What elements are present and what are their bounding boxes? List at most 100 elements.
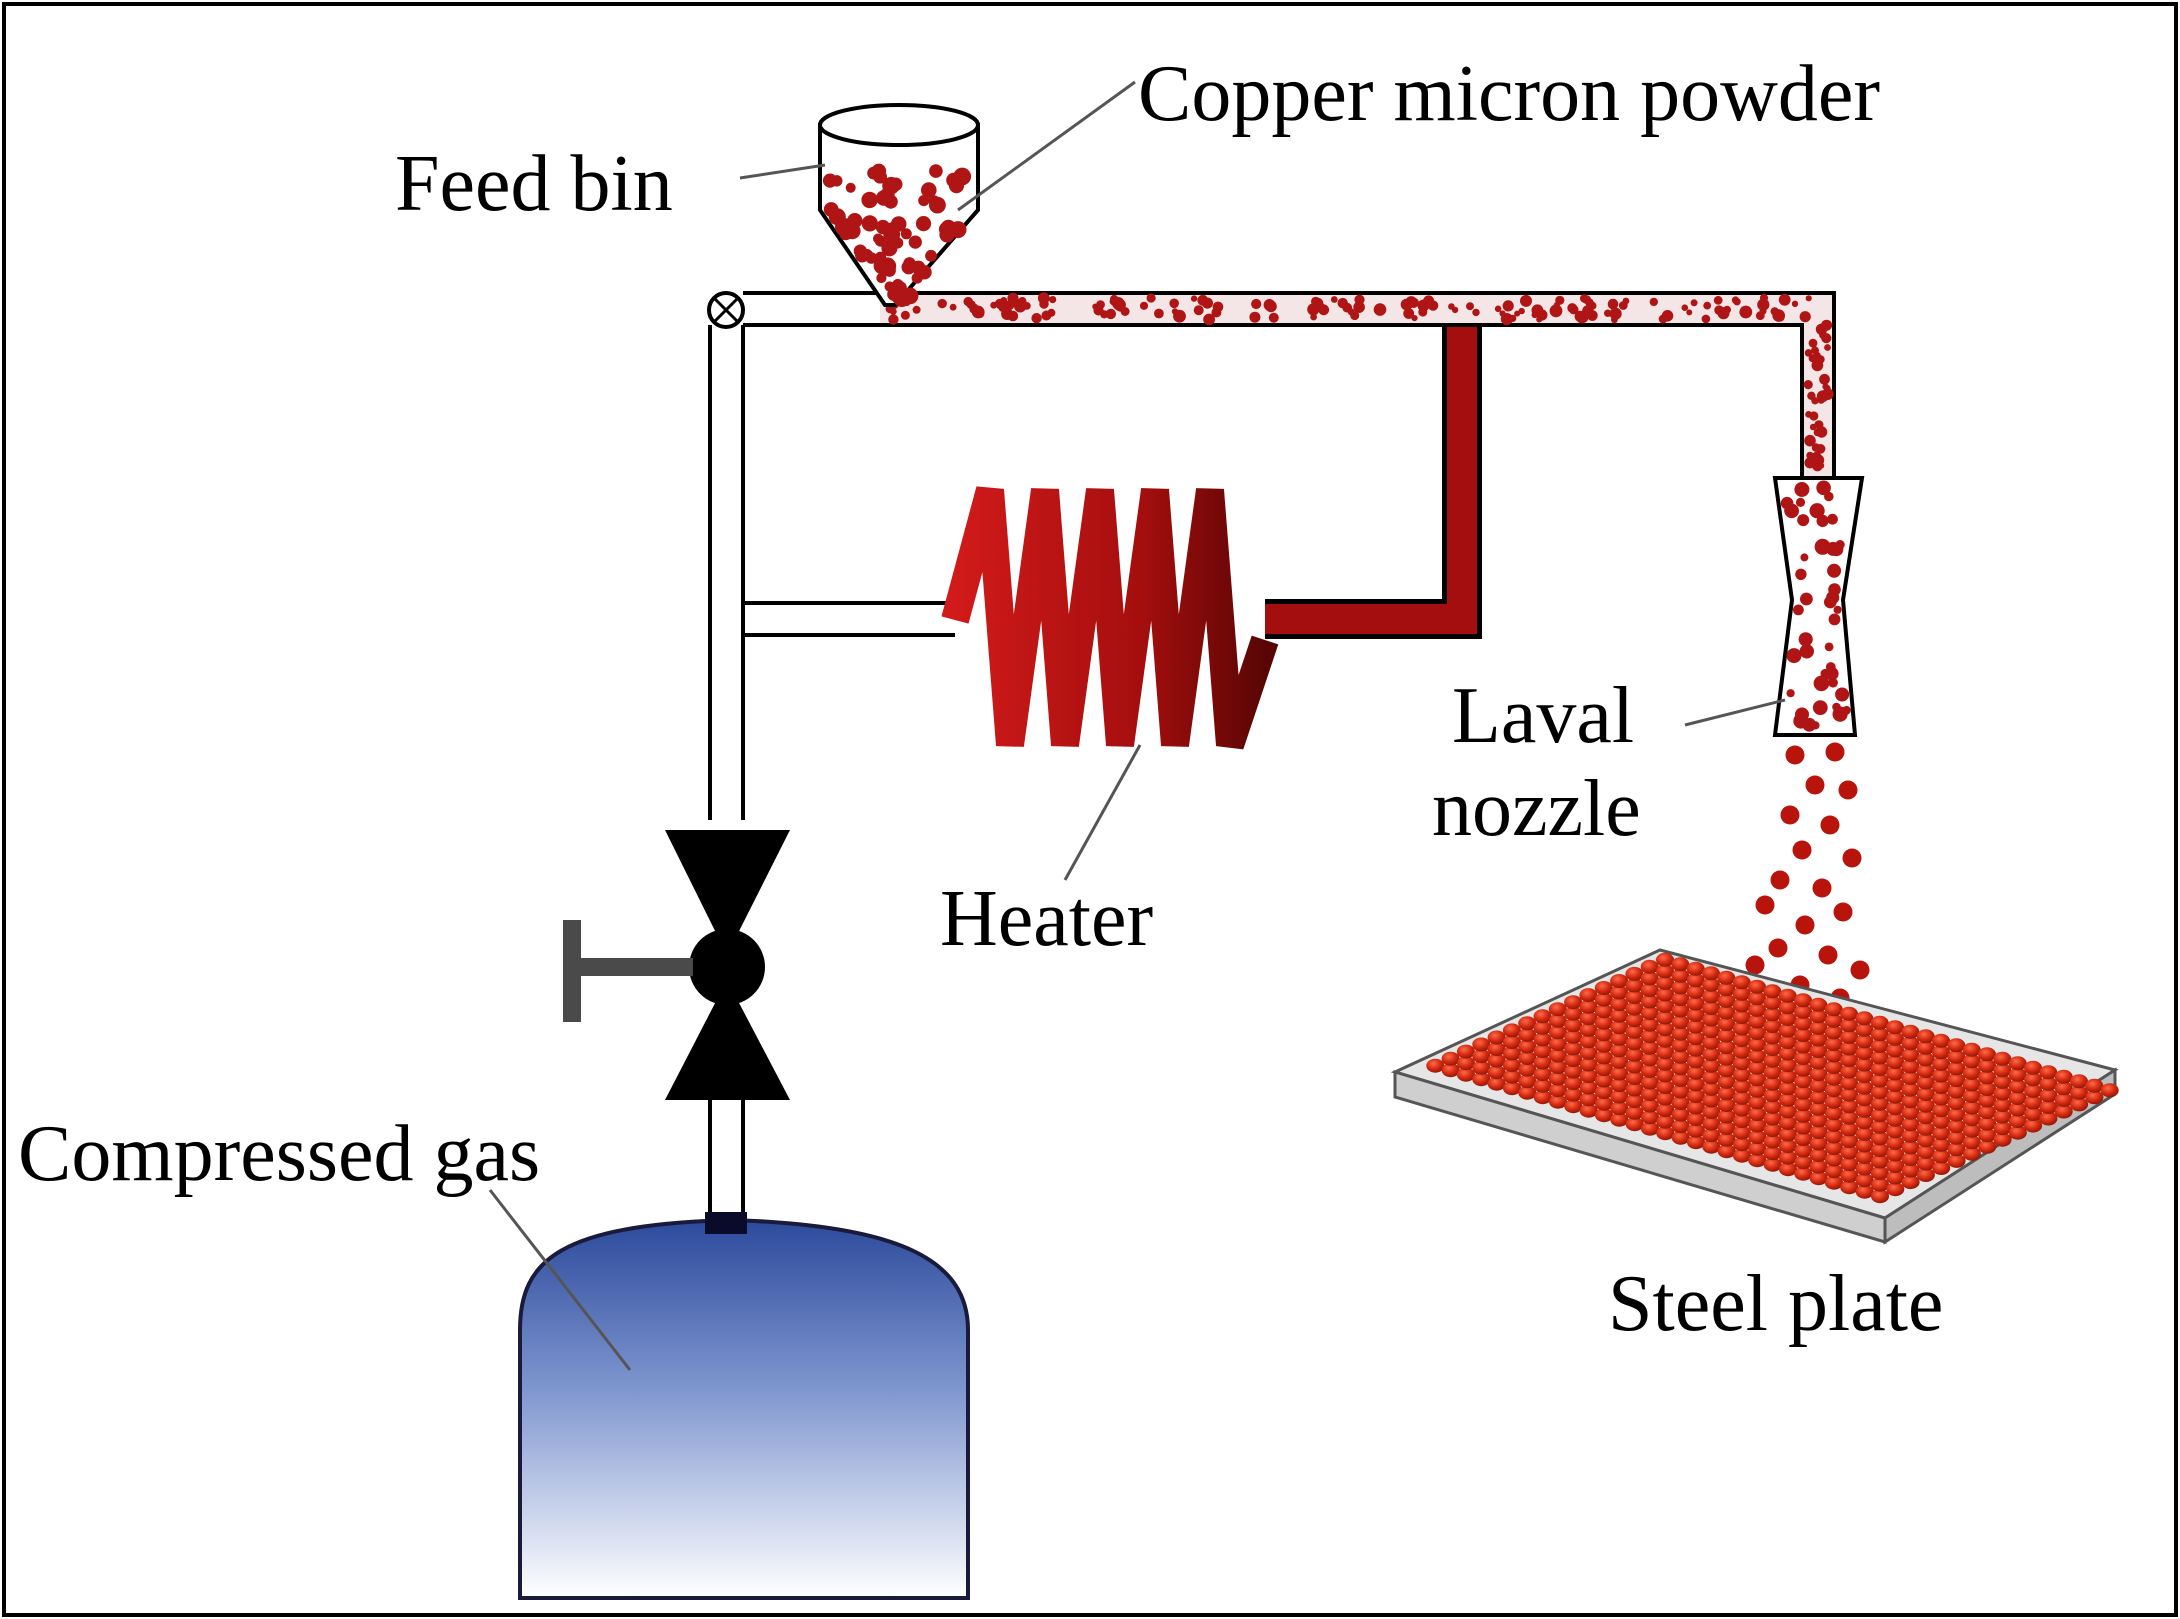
coating-bump [1518,1085,1537,1100]
coating-bump [1870,1085,1889,1100]
powder-particle [1811,451,1822,462]
powder-particle [1816,390,1829,403]
coating-bump [2024,1107,2043,1121]
powder-particle [929,196,946,214]
coating-bump [1870,1166,1889,1181]
coating-bump [1962,1077,1981,1092]
powder-particle [1824,642,1834,652]
cylinder-neck [705,1212,747,1234]
coating-bump [1763,1065,1782,1080]
coating-bump [1656,975,1675,990]
powder-particle [1173,309,1186,323]
powder-particle [1139,301,1149,310]
coating-bump [1962,1065,1981,1080]
powder-particle [1827,513,1838,525]
coating-bump [1717,1051,1736,1066]
powder-particle [847,213,863,229]
coating-bump [1686,1089,1705,1103]
powder-particle [900,310,910,320]
coating-bump [1702,1035,1721,1050]
coating-bump [1748,1049,1767,1064]
coating-bump [1778,1035,1797,1049]
spray-particle [1768,938,1788,958]
powder-particle [1701,314,1711,324]
powder-particle [1553,301,1560,309]
powder-particle [853,244,867,258]
coating-bump [2054,1069,2073,1084]
label-feed-bin: Feed bin [395,140,673,228]
coating-bump [1932,1114,1951,1129]
coating-bump [1472,1049,1491,1064]
powder-particle [884,281,895,292]
spray-particle [1792,840,1812,860]
coating-bump [1686,1042,1705,1057]
powder-particle [911,260,926,275]
coating-bump [1502,1046,1521,1061]
coating-bump [1656,1103,1675,1118]
powder-particle [1661,310,1674,322]
coating-bump [1978,1047,1996,1062]
powder-particle [1265,300,1277,313]
coating-bump [1794,1120,1813,1135]
powder-particle [1022,302,1031,310]
powder-particle [1805,439,1812,446]
coating-bump [1809,1032,1828,1047]
coating-bump [1794,1132,1813,1146]
coating-bump [1594,981,1613,995]
coating-bump [2039,1100,2058,1114]
coating-bump [1594,1062,1613,1076]
coating-bump [1610,1054,1629,1069]
powder-particle [878,257,897,275]
coating-bump [1993,1098,2012,1112]
powder-particle [921,182,937,198]
coating-bump [1717,1028,1736,1043]
coating-bump [1702,989,1721,1004]
powder-particle [949,303,957,311]
coating-bump [1579,1069,1598,1083]
coating-bump [1794,1097,1813,1112]
coating-bump [1901,1047,1920,1062]
coating-bump [1641,1121,1659,1136]
coating-bump [1595,1096,1613,1111]
powder-particle [1007,310,1019,322]
coating-bump [1778,1139,1797,1154]
coating-bump [2008,1114,2027,1129]
main-pipe-white [743,291,900,327]
coating-bump [1916,1133,1935,1148]
coating-bump [1855,1115,1874,1130]
powder-particle [888,314,899,325]
spray-particle [1833,902,1853,922]
spray-particle [1850,960,1870,980]
coating-bump [2008,1125,2027,1140]
coating-bump [1625,1047,1644,1062]
coating-bump [1595,1108,1613,1123]
coating-bump [1594,1050,1613,1065]
coating-bump [1610,1066,1629,1081]
coating-bump [1840,1157,1859,1172]
coating-bump [1840,1029,1859,1044]
coating-bump [2085,1078,2104,1093]
coating-bump [1518,1051,1537,1065]
coating-bump [1487,1053,1506,1068]
powder-particle [1803,380,1813,390]
coating-bump [1564,1018,1583,1033]
coating-bump [1763,1088,1782,1103]
coating-bump [1686,1077,1705,1092]
coating-bump [1640,983,1659,997]
powder-particle [1013,299,1025,310]
coating-bump [1533,1067,1552,1082]
coating-bump [2008,1067,2027,1082]
coating-bump [1993,1109,2012,1124]
spray-particle [1785,745,1805,765]
coating-bump [1855,1103,1874,1118]
coating-bump [1978,1058,1996,1073]
coating-bump [1748,1026,1767,1040]
coating-bump [1886,1031,1904,1046]
coating-bump [1855,1150,1874,1164]
coating-bump [1794,1039,1813,1054]
coating-bump [1901,1175,1920,1190]
powder-particle [1536,309,1548,321]
spray-particle [1820,815,1840,835]
coating-bump [2039,1076,2058,1091]
powder-particle [1784,503,1799,519]
